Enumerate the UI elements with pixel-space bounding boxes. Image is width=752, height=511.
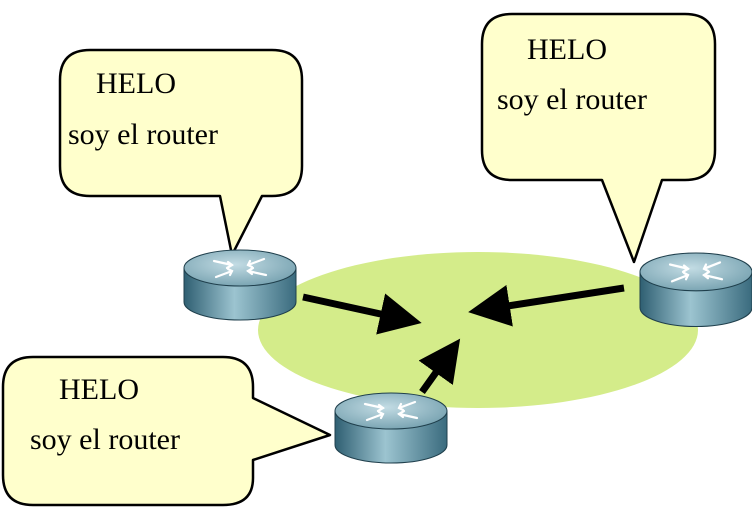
arrow-from-right-router [468, 284, 625, 327]
arrow-from-left-router [302, 293, 422, 335]
arrow-from-bottom-router [418, 338, 461, 395]
speech-bubble-top-right: HELO soy el router [480, 12, 717, 264]
speech-bubble-top-left: HELO soy el router [58, 48, 304, 257]
router-icon [333, 391, 449, 465]
router-icon [182, 248, 298, 322]
bubble-top-right-line1: HELO [527, 33, 607, 66]
bubble-bottom-left-line2: soy el router [30, 423, 180, 456]
speech-bubble-bottom-left: HELO soy el router [1, 355, 332, 507]
bubble-bottom-left-line1: HELO [59, 373, 139, 406]
bubble-top-right-line2: soy el router [497, 83, 647, 116]
bubble-top-left-line1: HELO [96, 67, 176, 100]
bubble-top-left-line2: soy el router [68, 118, 218, 151]
network-segment [258, 252, 698, 408]
router-icon [638, 251, 752, 328]
